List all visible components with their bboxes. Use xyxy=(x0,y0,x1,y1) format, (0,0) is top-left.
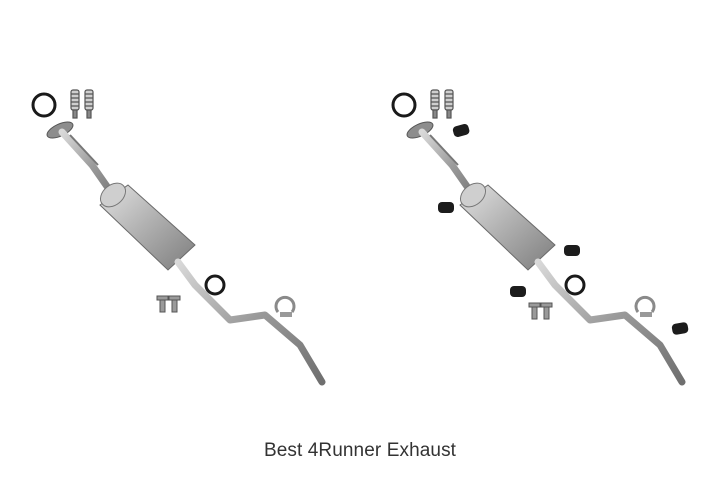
bolt-set xyxy=(156,295,181,313)
rubber-hanger xyxy=(438,202,454,213)
rubber-hanger xyxy=(510,286,526,297)
muffler xyxy=(459,182,556,271)
gasket-ring xyxy=(564,274,586,296)
rubber-hanger xyxy=(564,245,580,256)
spring-bolt-set xyxy=(70,89,94,119)
exhaust-kit-basic xyxy=(0,0,360,420)
tail-pipe xyxy=(174,258,326,386)
gasket-ring xyxy=(204,274,226,296)
gasket-ring xyxy=(391,92,417,118)
muffler xyxy=(99,182,196,271)
bolt-set xyxy=(528,302,553,320)
exhaust-kit-with-hangers xyxy=(360,0,720,420)
spring-bolt-set xyxy=(430,89,454,119)
rubber-hanger xyxy=(452,123,470,137)
tail-pipe xyxy=(534,258,686,386)
caption-text: Best 4Runner Exhaust xyxy=(263,440,457,461)
pipe-clamp xyxy=(634,295,656,317)
rubber-hanger xyxy=(671,322,689,335)
gasket-ring xyxy=(31,92,57,118)
pipe-clamp xyxy=(274,295,296,317)
